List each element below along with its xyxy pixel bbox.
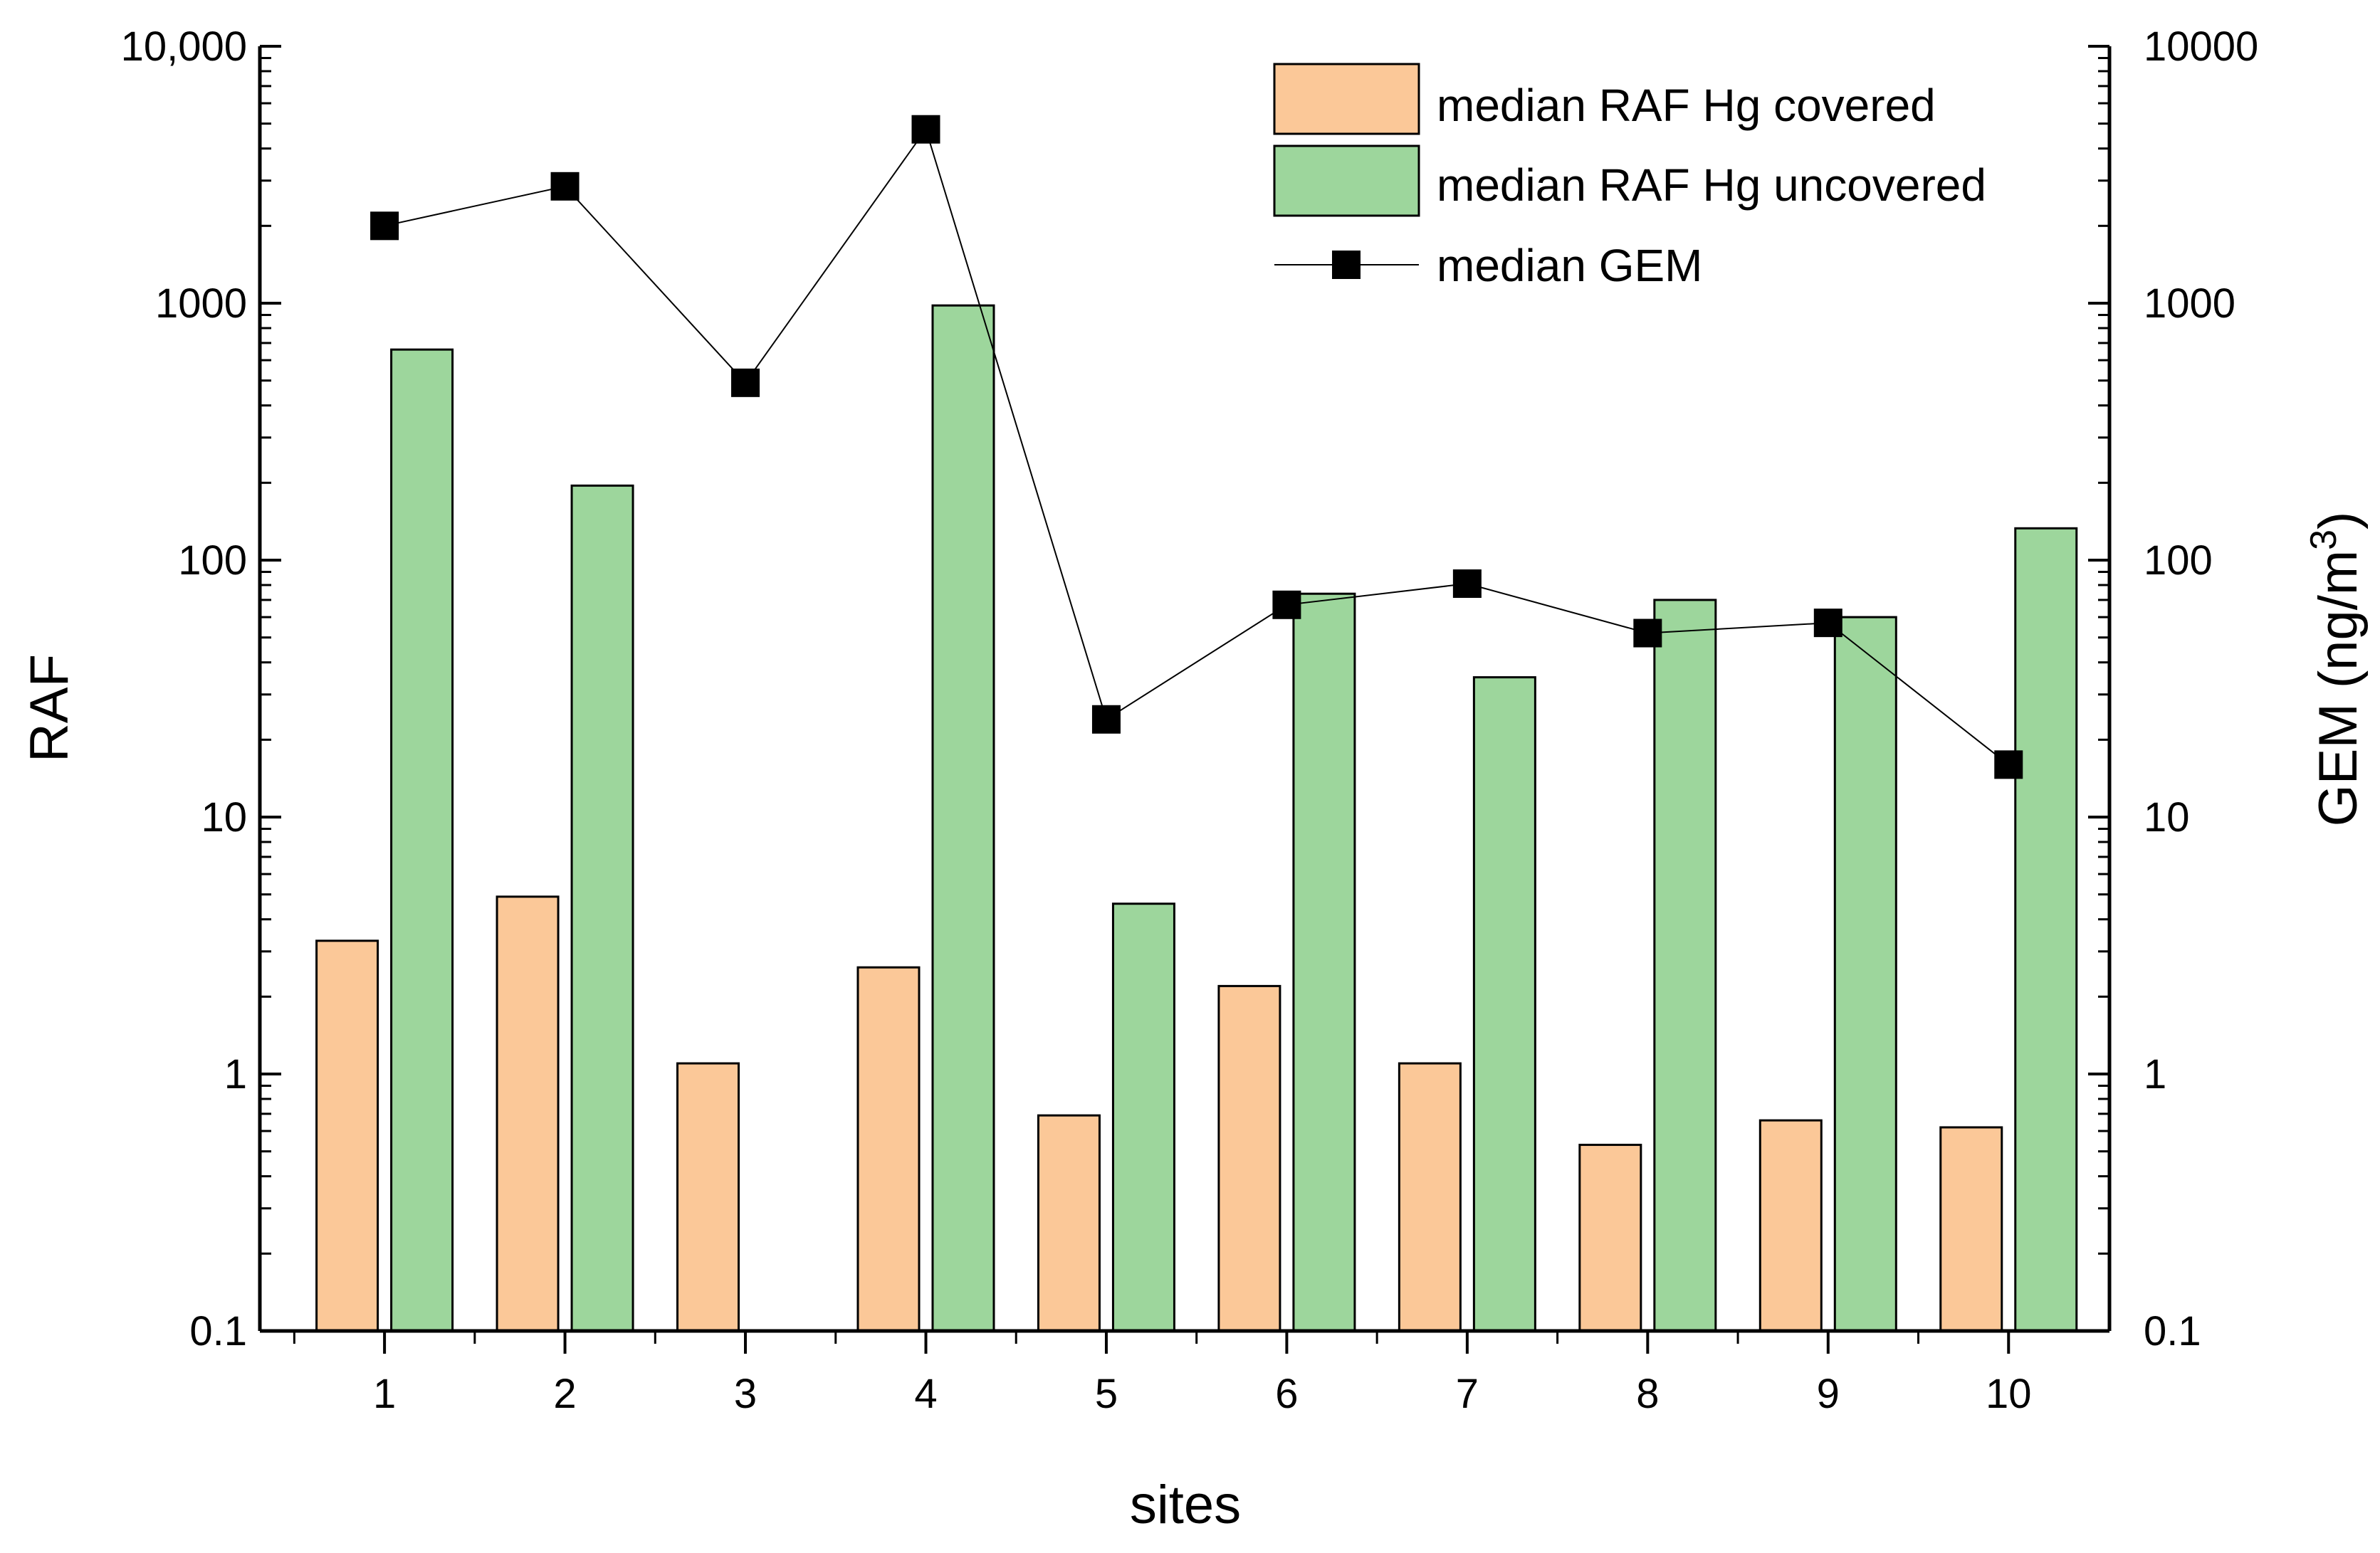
y-tick-label: 0.1 [189, 1308, 247, 1354]
y2-tick-label: 1 [2144, 1051, 2166, 1097]
y-tick-label: 1 [224, 1051, 247, 1097]
y-tick-label: 100 [178, 537, 247, 584]
axes-layer [258, 46, 2112, 1333]
bar-uncovered-site-7 [1472, 676, 1536, 1332]
bar-covered-site-2 [496, 895, 560, 1332]
x-tick-label: 9 [1817, 1371, 1840, 1417]
x-tick-label: 10 [1986, 1371, 2032, 1417]
gem-point-site-1 [370, 211, 399, 241]
legend-swatch-uncovered [1273, 144, 1420, 217]
bar-covered-site-8 [1578, 1144, 1642, 1332]
bar-covered-site-9 [1758, 1119, 1823, 1332]
bar-uncovered-site-2 [570, 484, 634, 1332]
bar-covered-site-6 [1217, 984, 1281, 1332]
x-tick-label: 8 [1636, 1371, 1659, 1417]
x-tick-label: 6 [1275, 1371, 1298, 1417]
legend-label-uncovered: median RAF Hg uncovered [1437, 159, 1986, 211]
legend-marker-gem [1332, 251, 1361, 279]
y2-axis-title-close: ) [2308, 512, 2369, 530]
bar-covered-site-5 [1037, 1114, 1101, 1332]
bar-covered-site-4 [856, 966, 921, 1332]
gem-point-site-10 [1994, 750, 2023, 779]
ticks-layer: 0.1 1 10 100 1000 10,000 0.1 1 10 100 1000 10000 1 2 3… [121, 23, 2259, 1417]
bar-uncovered-site-8 [1653, 599, 1717, 1332]
x-tick-label: 2 [553, 1371, 576, 1417]
y2-tick-label: 10 [2144, 794, 2190, 841]
legend: median RAF Hg covered median RAF Hg unco… [1273, 63, 1986, 291]
x-tick-label: 4 [914, 1371, 937, 1417]
y2-axis-title: GEM (ng/m3) [2303, 512, 2369, 827]
bar-uncovered-site-9 [1833, 616, 1897, 1332]
x-tick-label: 3 [734, 1371, 757, 1417]
y2-tick-label: 10000 [2144, 23, 2258, 70]
y-tick-label: 10,000 [121, 23, 247, 70]
bar-covered-site-10 [1939, 1126, 2003, 1332]
gem-point-site-6 [1272, 590, 1301, 619]
gem-point-site-3 [731, 368, 760, 397]
bar-uncovered-site-10 [2014, 527, 2078, 1332]
gem-point-site-8 [1633, 618, 1662, 648]
gem-point-site-9 [1813, 609, 1842, 638]
y2-tick-label: 1000 [2144, 280, 2235, 327]
y-tick-label: 1000 [155, 280, 247, 327]
y2-axis-title-main: GEM (ng/m [2308, 550, 2369, 827]
legend-swatch-covered [1273, 63, 1420, 135]
legend-label-gem: median GEM [1437, 240, 1702, 291]
bar-uncovered-site-6 [1292, 592, 1356, 1332]
y-axis-title: RAF [19, 654, 80, 762]
y2-tick-label: 100 [2144, 537, 2213, 584]
x-axis-title: sites [1130, 1475, 1241, 1535]
gem-line [384, 127, 2009, 766]
x-tick-label: 1 [373, 1371, 396, 1417]
bar-uncovered-site-1 [390, 348, 454, 1332]
bar-covered-site-1 [315, 939, 379, 1332]
bar-covered-site-7 [1398, 1062, 1462, 1332]
gem-line-layer [370, 115, 2023, 779]
bar-uncovered-site-5 [1111, 902, 1175, 1332]
gem-point-site-7 [1452, 569, 1482, 599]
y-tick-label: 10 [201, 794, 247, 841]
gem-point-site-2 [550, 172, 580, 201]
bar-uncovered-site-4 [931, 304, 995, 1332]
x-tick-label: 5 [1095, 1371, 1118, 1417]
bars-layer [315, 304, 2078, 1332]
bar-covered-site-3 [676, 1062, 740, 1332]
gem-point-site-4 [911, 115, 940, 144]
y2-tick-label: 0.1 [2144, 1308, 2201, 1354]
legend-label-covered: median RAF Hg covered [1437, 80, 1936, 131]
x-tick-label: 7 [1456, 1371, 1479, 1417]
y2-axis-title-sup: 3 [2303, 530, 2344, 550]
gem-point-site-5 [1091, 705, 1121, 734]
